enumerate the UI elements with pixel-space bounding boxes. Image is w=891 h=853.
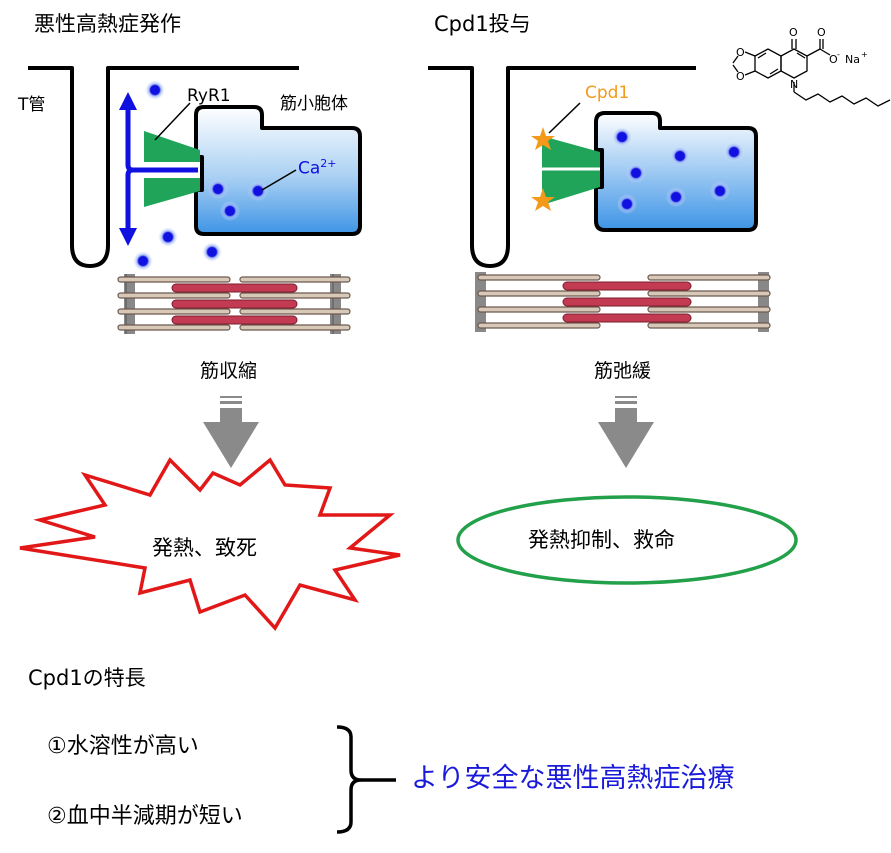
- cpd1-structure: [732, 39, 891, 107]
- structure-carboxylate-o: O: [829, 53, 838, 66]
- sarcoplasmic-reticulum: [194, 105, 362, 236]
- sarcomere-contracted: [117, 274, 351, 334]
- cpd1-label: Cpd1: [585, 83, 630, 103]
- calcium-ion: [666, 187, 686, 207]
- calcium-ion: [133, 251, 153, 271]
- calcium-ion: [158, 227, 178, 247]
- fever-burst: [19, 457, 401, 631]
- structure-nitrogen: N: [790, 78, 798, 91]
- calcium-ions-right: [612, 127, 744, 214]
- right-panel: O O O - Na + N O O: [428, 26, 891, 585]
- structure-ring-o1: O: [736, 46, 745, 59]
- calcium-ion: [724, 142, 744, 162]
- ryr1-label: RyR1: [187, 86, 231, 106]
- cpd1-star-upper: [531, 127, 555, 150]
- sr-label: 筋小胞体: [280, 94, 348, 114]
- features-title: Cpd1の特長: [28, 666, 146, 690]
- structure-acid-o: O: [817, 26, 826, 39]
- left-panel-title: 悪性高熱症発作: [34, 12, 181, 36]
- calcium-ions-left: [133, 80, 268, 271]
- feature-bracket: [336, 725, 396, 834]
- calcium-ion: [612, 127, 632, 147]
- ryr1-leader-line: [154, 102, 191, 141]
- down-arrow-right: [598, 396, 654, 468]
- calcium-ion: [202, 242, 222, 262]
- structure-sodium: Na: [845, 53, 860, 66]
- right-panel-title: Cpd1投与: [434, 12, 531, 36]
- t-tubule-membrane-right: [428, 66, 696, 268]
- contraction-label: 筋収縮: [200, 360, 258, 382]
- right-outcome-label: 発熱抑制、救命: [528, 528, 675, 552]
- t-tubule-label: T管: [18, 95, 46, 115]
- structure-carbonyl-o: O: [789, 26, 798, 39]
- relaxation-label: 筋弛緩: [594, 360, 652, 382]
- ryr1-channel-upper: [144, 131, 200, 162]
- ca-leader-line: [261, 169, 297, 191]
- conclusion-text: より安全な悪性高熱症治療: [411, 763, 735, 794]
- structure-ring-o2: O: [736, 70, 745, 83]
- calcium-ion: [617, 194, 637, 214]
- arrow-head-down: [119, 228, 137, 246]
- structure-minus: -: [837, 50, 840, 59]
- feature-item-2: ②血中半減期が短い: [47, 804, 243, 829]
- cpd1-leader-line: [548, 102, 581, 134]
- calcium-ion: [626, 163, 646, 183]
- calcium-ion: [670, 146, 690, 166]
- calcium-label: Ca2+: [298, 158, 337, 178]
- calcium-ion: [248, 181, 268, 201]
- left-outcome-label: 発熱、致死: [152, 536, 257, 560]
- calcium-release-arrow: [125, 108, 198, 232]
- sarcomere-relaxed: [475, 272, 771, 332]
- cpd1-star-lower: [531, 188, 555, 211]
- structure-plus: +: [861, 50, 868, 59]
- down-arrow-left: [203, 396, 259, 468]
- calcium-ion: [220, 201, 240, 221]
- arrow-head-up: [119, 92, 137, 110]
- feature-item-1: ①水溶性が高い: [47, 734, 199, 759]
- survival-ellipse: [456, 495, 798, 585]
- calcium-label-charge: 2+: [320, 157, 337, 170]
- left-panel: [19, 66, 401, 631]
- calcium-ion: [208, 179, 228, 199]
- t-tubule-membrane: [28, 66, 299, 268]
- ryr1-channel-lower: [144, 178, 200, 207]
- calcium-label-text: Ca: [298, 158, 321, 179]
- calcium-ion: [145, 80, 165, 100]
- calcium-ion: [710, 181, 730, 201]
